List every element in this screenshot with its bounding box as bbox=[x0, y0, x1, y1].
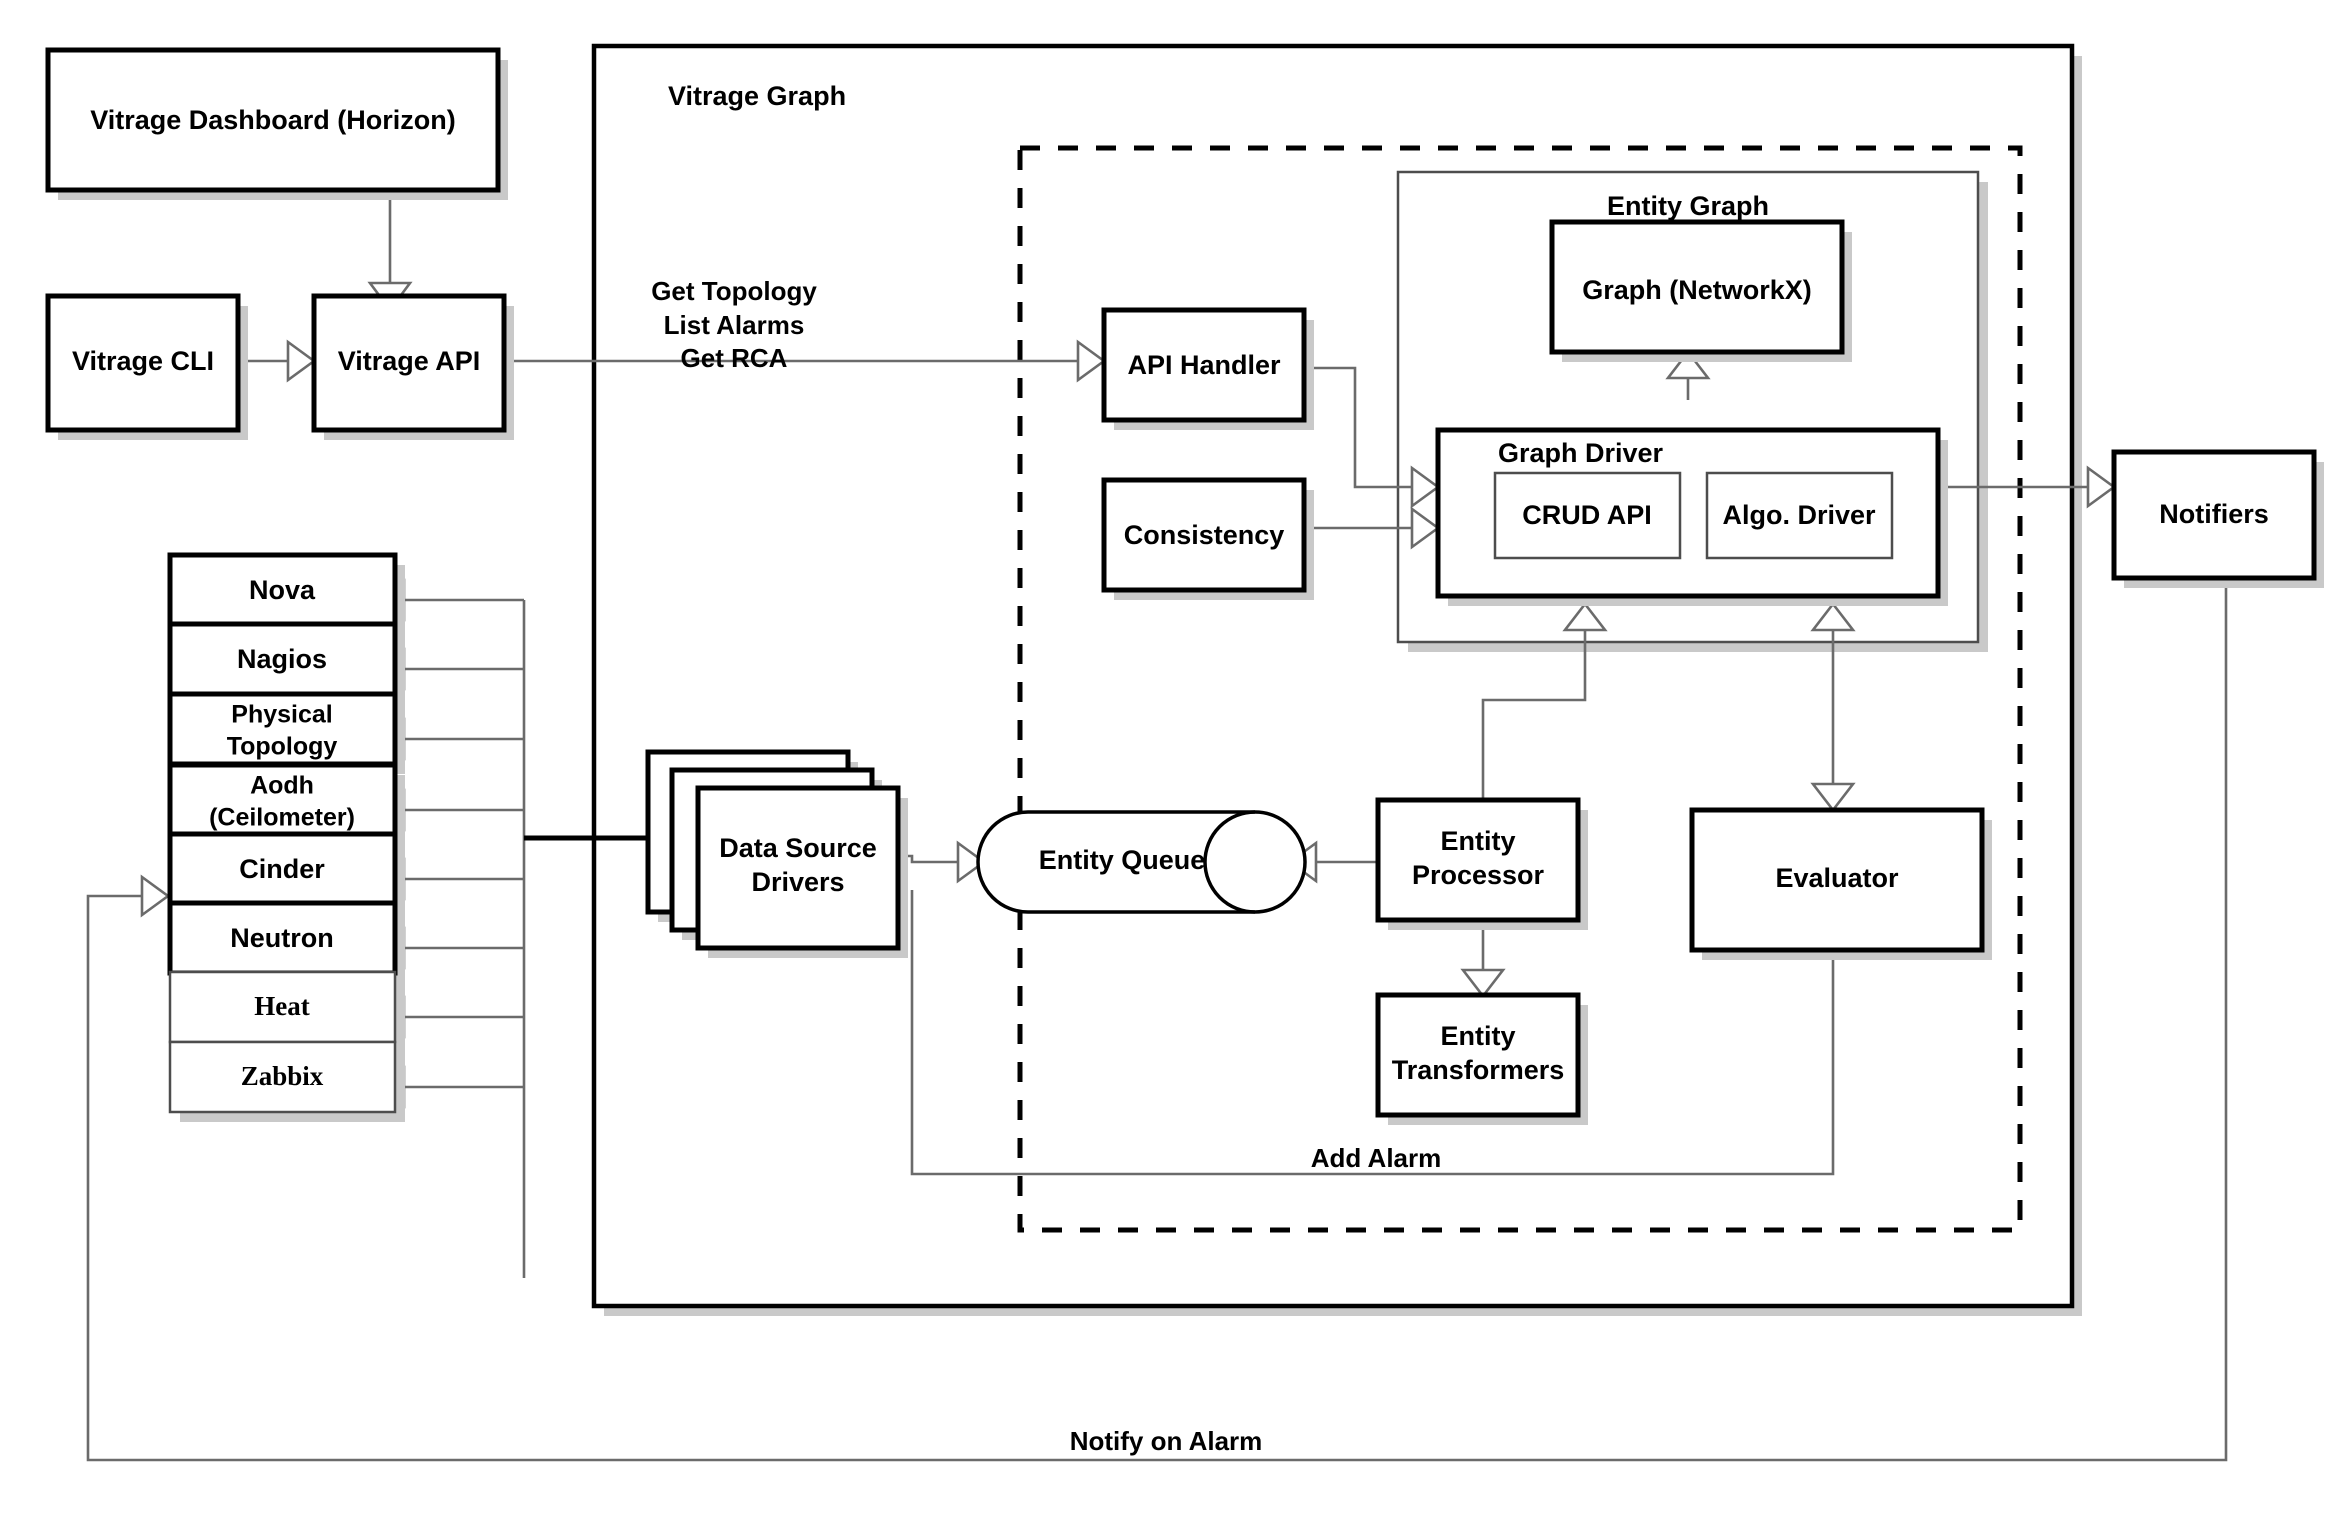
node-entity-queue[interactable]: Entity Queue bbox=[976, 810, 1307, 914]
node-entity-queue-label: Entity Queue bbox=[1039, 845, 1206, 875]
data-source-label-2b: Topology bbox=[227, 733, 338, 761]
node-api-handler-label: API Handler bbox=[1127, 350, 1281, 380]
data-source-list: Nova Nagios Physical Topology Aodh (Ceil… bbox=[167, 552, 405, 1122]
data-source-label-6: Heat bbox=[254, 991, 309, 1021]
container-graph-driver-label: Graph Driver bbox=[1498, 438, 1664, 468]
edge-entity-processor-to-crud-api bbox=[1481, 601, 1608, 800]
node-vitrage-dashboard[interactable]: Vitrage Dashboard (Horizon) bbox=[45, 47, 508, 200]
dashed-processing-region bbox=[1017, 145, 2023, 1233]
list-item[interactable]: Neutron bbox=[167, 900, 405, 983]
list-item[interactable]: Zabbix bbox=[168, 1040, 405, 1122]
data-source-label-3b: (Ceilometer) bbox=[209, 804, 355, 832]
node-data-source-drivers-label-2: Drivers bbox=[751, 867, 844, 897]
edge-label-add-alarm: Add Alarm bbox=[1311, 1143, 1442, 1173]
node-entity-transformers-label-2: Transformers bbox=[1392, 1055, 1565, 1085]
node-vitrage-dashboard-label: Vitrage Dashboard (Horizon) bbox=[90, 105, 456, 135]
node-api-handler[interactable]: API Handler bbox=[1101, 307, 1314, 430]
edge-api-to-api-handler bbox=[506, 339, 1107, 383]
list-item[interactable]: Physical Topology bbox=[167, 691, 405, 774]
edge-graph-driver-to-notifiers bbox=[1948, 465, 2117, 509]
edge-label-list-alarms: List Alarms bbox=[664, 310, 805, 340]
data-source-label-4: Cinder bbox=[239, 854, 325, 884]
node-data-source-drivers-label-1: Data Source bbox=[719, 833, 877, 863]
node-vitrage-api[interactable]: Vitrage API bbox=[311, 293, 514, 440]
data-source-label-3a: Aodh bbox=[250, 772, 314, 800]
data-source-label-2a: Physical bbox=[231, 701, 332, 729]
node-vitrage-cli-label: Vitrage CLI bbox=[72, 346, 214, 376]
node-entity-processor-label-1: Entity bbox=[1440, 826, 1515, 856]
node-notifiers-label: Notifiers bbox=[2159, 499, 2269, 529]
node-data-source-drivers[interactable]: Data Source Drivers bbox=[645, 749, 908, 958]
node-crud-api[interactable]: CRUD API bbox=[1493, 471, 1682, 560]
edge-label-get-rca: Get RCA bbox=[681, 343, 788, 373]
edge-api-handler-to-graph-driver bbox=[1306, 366, 1441, 509]
node-entity-transformers[interactable]: Entity Transformers bbox=[1375, 992, 1588, 1125]
edge-algo-driver-to-evaluator bbox=[1810, 604, 1856, 813]
edge-label-notify-on-alarm: Notify on Alarm bbox=[1070, 1426, 1263, 1456]
container-entity-graph-label: Entity Graph bbox=[1607, 191, 1769, 221]
node-vitrage-api-label: Vitrage API bbox=[338, 346, 481, 376]
node-crud-api-label: CRUD API bbox=[1522, 500, 1652, 530]
node-entity-processor-label-2: Processor bbox=[1412, 860, 1545, 890]
edge-label-api-calls: Get Topology List Alarms Get RCA bbox=[651, 276, 817, 373]
node-graph-networkx[interactable]: Graph (NetworkX) bbox=[1549, 219, 1852, 362]
node-consistency-label: Consistency bbox=[1124, 520, 1285, 550]
node-entity-processor[interactable]: Entity Processor bbox=[1375, 797, 1588, 930]
container-vitrage-graph-label: Vitrage Graph bbox=[668, 81, 846, 111]
node-notifiers[interactable]: Notifiers bbox=[2111, 449, 2324, 588]
edge-graph-driver-to-graph-networkx bbox=[1665, 349, 1711, 400]
edge-evaluator-to-algo-driver bbox=[1810, 601, 1856, 632]
node-vitrage-cli[interactable]: Vitrage CLI bbox=[45, 293, 248, 440]
node-algo-driver-label: Algo. Driver bbox=[1722, 500, 1876, 530]
node-entity-transformers-label-1: Entity bbox=[1440, 1021, 1515, 1051]
edge-dashboard-to-api bbox=[367, 195, 413, 313]
node-algo-driver[interactable]: Algo. Driver bbox=[1705, 471, 1894, 560]
data-source-label-0: Nova bbox=[249, 575, 316, 605]
data-source-label-5: Neutron bbox=[230, 923, 334, 953]
node-evaluator-label: Evaluator bbox=[1775, 863, 1899, 893]
node-evaluator[interactable]: Evaluator bbox=[1689, 807, 1992, 960]
container-graph-driver: Graph Driver CRUD API Algo. Driver bbox=[1435, 427, 1948, 606]
edge-evaluator-add-alarm-to-entity-queue bbox=[910, 890, 1835, 1176]
edge-notifiers-notify-on-alarm-to-aodh bbox=[86, 588, 2228, 1462]
edge-consistency-to-graph-driver bbox=[1306, 506, 1441, 550]
data-source-label-1: Nagios bbox=[237, 644, 327, 674]
node-graph-networkx-label: Graph (NetworkX) bbox=[1582, 275, 1812, 305]
edge-label-get-topology: Get Topology bbox=[651, 276, 817, 306]
list-item[interactable]: Aodh (Ceilometer) bbox=[167, 762, 405, 845]
list-item[interactable]: Heat bbox=[168, 970, 405, 1052]
node-consistency[interactable]: Consistency bbox=[1101, 477, 1314, 600]
data-source-label-7: Zabbix bbox=[241, 1061, 324, 1091]
